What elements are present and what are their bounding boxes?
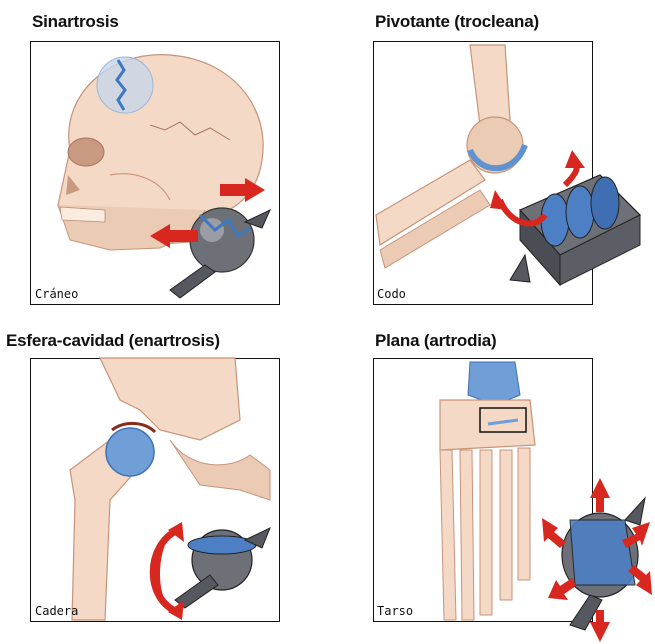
caption-tarso: Tarso [377, 604, 413, 618]
